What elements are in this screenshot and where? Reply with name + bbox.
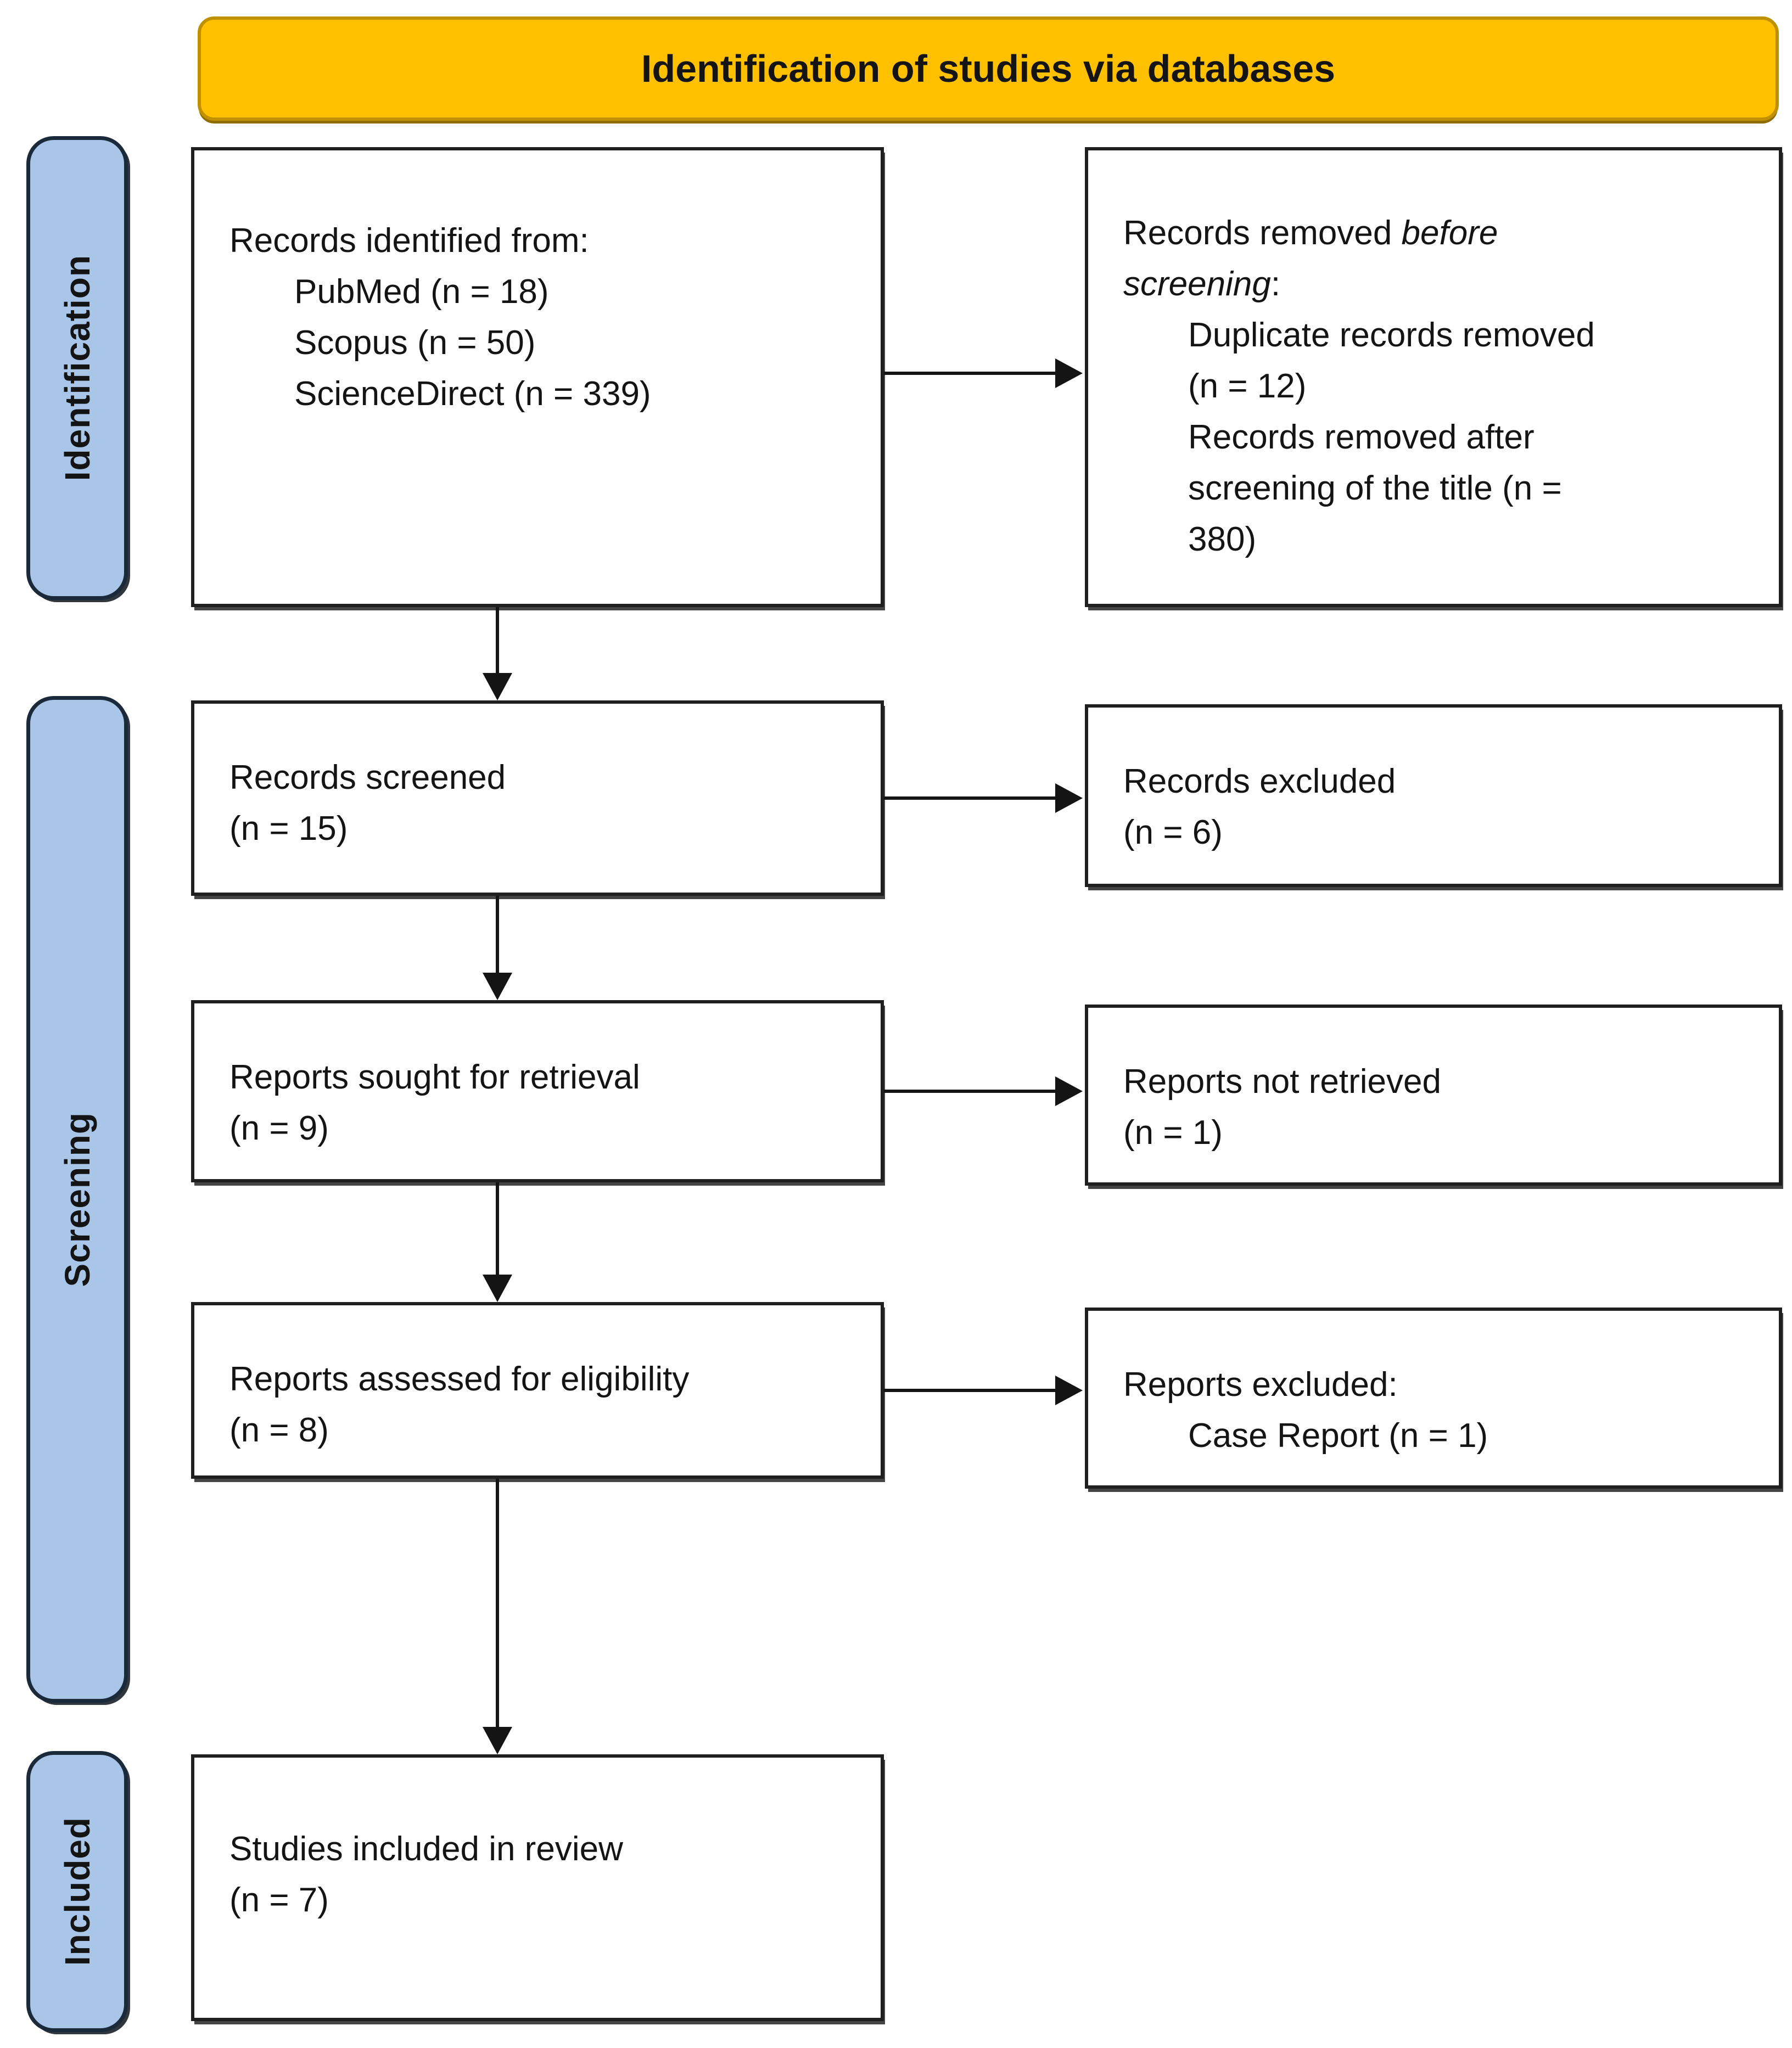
records-screened-box: Records screened (n = 15) [191, 700, 884, 896]
arrow-down-icon [483, 1275, 512, 1302]
arrow-screened-to-excluded-line [884, 796, 1055, 800]
arrow-sought-to-assessed-line [496, 1182, 499, 1275]
duplicates-removed-count: (n = 12) [1188, 367, 1307, 405]
title-italic: screening [1123, 265, 1271, 303]
records-removed-before-screening-box: Records removed before screening: Duplic… [1085, 147, 1782, 607]
box-count: (n = 7) [229, 1881, 329, 1919]
arrow-identified-to-removed-line [884, 372, 1055, 375]
studies-included-box: Studies included in review (n = 7) [191, 1754, 884, 2021]
arrow-down-icon [483, 973, 512, 1000]
box-title-line-1: Records removed before [1123, 207, 1768, 259]
arrow-right-icon [1055, 358, 1083, 388]
title-prefix: Records removed [1123, 214, 1402, 252]
reports-excluded-box: Reports excluded: Case Report (n = 1) [1085, 1308, 1782, 1489]
reports-sought-box: Reports sought for retrieval (n = 9) [191, 1000, 884, 1182]
duplicates-removed-line: Duplicate records removed [1188, 316, 1595, 354]
arrow-identified-to-screened-line [496, 607, 499, 673]
box-title: Reports not retrieved [1123, 1063, 1441, 1101]
box-title: Records excluded [1123, 762, 1396, 800]
box-title-line-2: screening: [1123, 259, 1768, 310]
stage-label-text: Identification [57, 255, 97, 481]
diagram-title-banner: Identification of studies via databases [198, 16, 1779, 121]
box-title: Records identified from: [229, 222, 589, 260]
arrow-right-icon [1055, 783, 1083, 813]
title-screen-removed-line: screening of the title (n = [1188, 469, 1562, 507]
records-identified-box: Records identified from: PubMed (n = 18)… [191, 147, 884, 607]
arrow-right-icon [1055, 1076, 1083, 1106]
source-sciencedirect: ScienceDirect (n = 339) [294, 375, 651, 413]
diagram-title: Identification of studies via databases [641, 47, 1336, 90]
stage-label-identification: Identification [26, 136, 128, 600]
records-excluded-box: Records excluded (n = 6) [1085, 704, 1782, 887]
arrow-sought-to-not-retrieved-line [884, 1090, 1055, 1093]
box-title: Reports sought for retrieval [229, 1058, 640, 1096]
arrow-down-icon [483, 1727, 512, 1754]
box-count: (n = 15) [229, 810, 348, 848]
title-screen-removed-line: Records removed after [1188, 418, 1535, 456]
reports-not-retrieved-box: Reports not retrieved (n = 1) [1085, 1005, 1782, 1186]
stage-label-text: Included [57, 1817, 97, 1966]
arrow-right-icon [1055, 1376, 1083, 1405]
title-italic: before [1401, 214, 1498, 252]
box-title: Reports assessed for eligibility [229, 1360, 690, 1398]
arrow-assessed-to-excluded-line [884, 1389, 1055, 1392]
box-title: Reports excluded: [1123, 1366, 1398, 1404]
arrow-assessed-to-included-line [496, 1479, 499, 1727]
stage-label-included: Included [26, 1751, 128, 2032]
exclusion-reason: Case Report (n = 1) [1188, 1417, 1488, 1455]
source-scopus: Scopus (n = 50) [294, 324, 536, 362]
stage-label-text: Screening [57, 1112, 97, 1287]
box-title: Studies included in review [229, 1830, 623, 1868]
box-count: (n = 6) [1123, 813, 1223, 851]
box-count: (n = 8) [229, 1411, 329, 1449]
stage-label-screening: Screening [26, 696, 128, 1703]
title-suffix: : [1270, 265, 1281, 303]
arrow-screened-to-sought-line [496, 896, 499, 973]
box-count: (n = 9) [229, 1109, 329, 1147]
box-title: Records screened [229, 759, 506, 796]
title-screen-removed-count: 380) [1188, 520, 1257, 558]
box-count: (n = 1) [1123, 1114, 1223, 1152]
source-pubmed: PubMed (n = 18) [294, 273, 549, 311]
reports-assessed-box: Reports assessed for eligibility (n = 8) [191, 1302, 884, 1479]
arrow-down-icon [483, 673, 512, 700]
